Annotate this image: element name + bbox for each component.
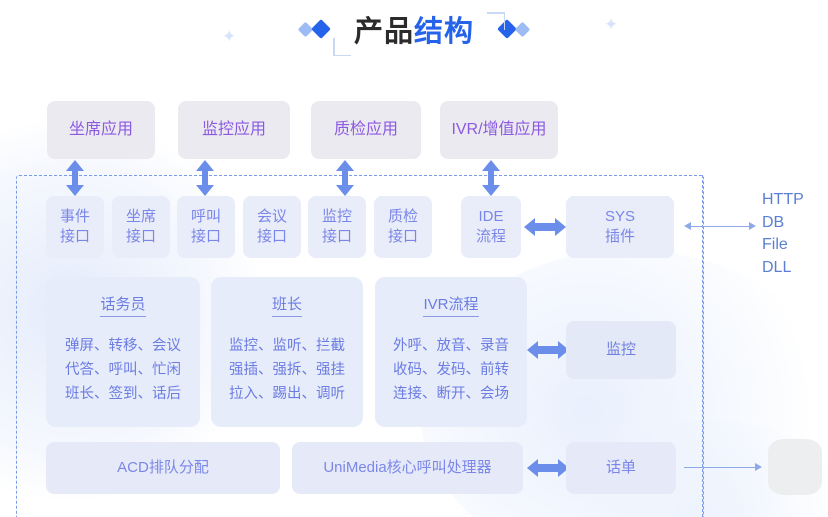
interface-box-quality-line1: 质检 xyxy=(387,208,418,226)
sys-plugin-box[interactable]: SYS 插件 xyxy=(566,196,674,258)
page-title-text: 产品结构 xyxy=(354,8,474,50)
interface-box-call-line2: 接口 xyxy=(190,228,221,245)
interface-box-event-line2: 接口 xyxy=(59,228,90,245)
arrow-protocol-link-icon xyxy=(684,221,756,232)
page-title-part2: 结构 xyxy=(414,16,475,48)
app-box-quality-label: 质检应用 xyxy=(333,121,398,139)
arrow-bidirectional-icon xyxy=(527,341,569,359)
ide-flow-box[interactable]: IDE 流程 xyxy=(461,196,521,258)
interface-box-event-line1: 事件 xyxy=(59,208,90,226)
page-title-part1: 产品 xyxy=(353,16,414,48)
protocol-item-http: HTTP xyxy=(762,191,804,208)
panel-operator-line1: 弹屏、转移、会议 xyxy=(65,338,181,354)
interface-box-quality[interactable]: 质检 接口 xyxy=(374,196,432,258)
interface-box-agent[interactable]: 坐席 接口 xyxy=(112,196,170,258)
interface-box-agent-line2: 接口 xyxy=(125,228,156,245)
cdr-box[interactable]: 话单 xyxy=(566,442,676,494)
unimedia-core-box[interactable]: UniMedia核心呼叫处理器 xyxy=(292,442,523,494)
interface-box-conference-line2: 接口 xyxy=(256,228,287,245)
app-box-ivr-label: IVR/增值应用 xyxy=(451,121,547,139)
interface-box-monitor[interactable]: 监控 接口 xyxy=(308,196,366,258)
monitor-box[interactable]: 监控 xyxy=(566,321,676,379)
protocol-item-file: File xyxy=(762,236,788,254)
panel-operator-title: 话务员 xyxy=(100,293,146,317)
interface-box-agent-line1: 坐席 xyxy=(125,208,156,226)
protocol-list: HTTP DB File DLL xyxy=(762,189,804,280)
sys-plugin-line2: 插件 xyxy=(604,228,635,245)
panel-supervisor-line3: 拉入、踢出、调听 xyxy=(229,385,345,402)
app-box-ivr[interactable]: IVR/增值应用 xyxy=(440,101,558,159)
panel-supervisor[interactable]: 班长 监控、监听、拦截 强插、强拆、强挂 拉入、踢出、调听 xyxy=(211,277,363,427)
arrow-to-database-icon xyxy=(684,462,762,473)
monitor-box-label: 监控 xyxy=(605,341,636,359)
arrow-bidirectional-icon xyxy=(527,459,569,477)
panel-supervisor-title: 班长 xyxy=(271,293,302,317)
diamond-big-icon xyxy=(497,19,517,39)
ide-flow-line2: 流程 xyxy=(475,228,506,245)
panel-operator-lines: 弹屏、转移、会议 代答、呼叫、忙闲 班长、签到、话后 xyxy=(65,335,181,407)
app-box-agent[interactable]: 坐席应用 xyxy=(47,101,155,159)
arrow-down-icon xyxy=(336,172,354,196)
protocol-item-db: DB xyxy=(762,213,785,231)
interface-box-event[interactable]: 事件 接口 xyxy=(46,196,104,258)
platform-boundary-right-edge xyxy=(702,175,704,517)
arrow-down-icon xyxy=(66,172,84,196)
acd-queue-box[interactable]: ACD排队分配 xyxy=(46,442,280,494)
interface-box-monitor-line1: 监控 xyxy=(321,208,352,226)
app-box-quality[interactable]: 质检应用 xyxy=(311,101,421,159)
app-box-monitor[interactable]: 监控应用 xyxy=(178,101,290,159)
app-box-agent-label: 坐席应用 xyxy=(68,121,133,139)
page-title: 产品结构 xyxy=(0,8,828,50)
panel-ivr-flow-lines: 外呼、放音、录音 收码、发码、前转 连接、断开、会场 xyxy=(393,335,509,407)
panel-ivr-flow[interactable]: IVR流程 外呼、放音、录音 收码、发码、前转 连接、断开、会场 xyxy=(375,277,527,427)
interface-box-conference-line1: 会议 xyxy=(256,208,287,226)
arrow-bidirectional-icon xyxy=(524,218,566,236)
interface-box-call-line1: 呼叫 xyxy=(190,208,221,226)
interface-box-quality-line2: 接口 xyxy=(387,228,418,245)
title-decoration-left xyxy=(297,19,331,39)
interface-box-monitor-line2: 接口 xyxy=(321,228,352,245)
interface-box-call[interactable]: 呼叫 接口 xyxy=(177,196,235,258)
diamond-small-icon xyxy=(514,21,531,37)
panel-ivr-flow-line3: 连接、断开、会场 xyxy=(393,385,509,402)
database-cylinder-icon xyxy=(768,439,822,495)
panel-supervisor-line2: 强插、强拆、强挂 xyxy=(229,361,345,378)
unimedia-core-label: UniMedia核心呼叫处理器 xyxy=(323,459,492,477)
panel-ivr-flow-title: IVR流程 xyxy=(423,293,479,317)
acd-queue-label: ACD排队分配 xyxy=(117,459,209,477)
panel-ivr-flow-line1: 外呼、放音、录音 xyxy=(393,338,509,354)
arrow-down-icon xyxy=(196,172,214,196)
arrow-down-icon xyxy=(482,172,500,196)
panel-supervisor-line1: 监控、监听、拦截 xyxy=(229,338,345,354)
protocol-item-dll: DLL xyxy=(762,259,792,277)
panel-ivr-flow-line2: 收码、发码、前转 xyxy=(393,361,509,378)
panel-operator-line3: 班长、签到、话后 xyxy=(65,385,181,402)
sys-plugin-line1: SYS xyxy=(604,208,635,226)
diamond-big-icon xyxy=(311,19,331,39)
panel-operator-line2: 代答、呼叫、忙闲 xyxy=(65,361,181,378)
app-box-monitor-label: 监控应用 xyxy=(201,121,266,139)
ide-flow-line1: IDE xyxy=(478,208,504,226)
title-decoration-right xyxy=(497,19,531,39)
panel-operator[interactable]: 话务员 弹屏、转移、会议 代答、呼叫、忙闲 班长、签到、话后 xyxy=(46,277,200,427)
panel-supervisor-lines: 监控、监听、拦截 强插、强拆、强挂 拉入、踢出、调听 xyxy=(229,335,345,407)
interface-box-conference[interactable]: 会议 接口 xyxy=(243,196,301,258)
cdr-box-label: 话单 xyxy=(605,459,636,477)
